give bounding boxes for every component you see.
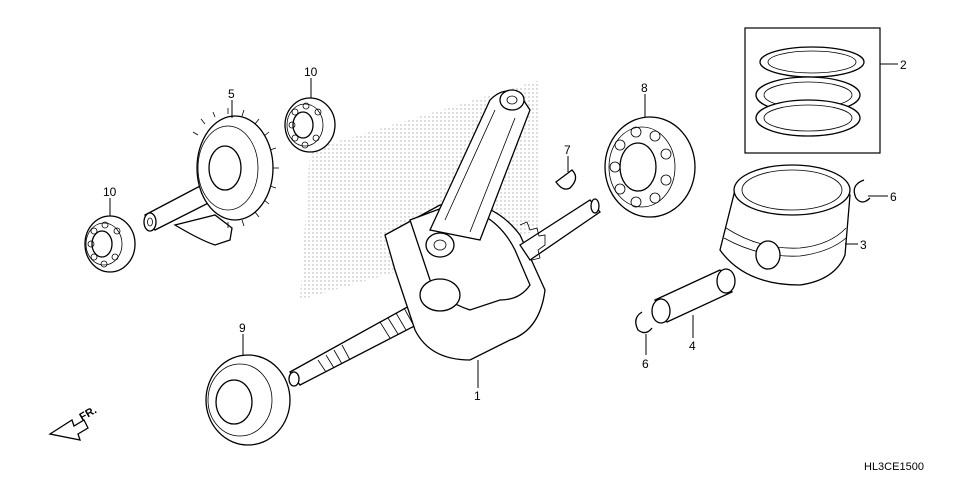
callout-piston: 3 <box>860 238 867 252</box>
pin-clip-lower[interactable] <box>635 311 653 334</box>
callout-piston-pin: 4 <box>689 339 696 353</box>
callouts: 1 2 3 4 5 6 6 7 8 9 10 10 <box>103 58 907 403</box>
front-direction-marker: FR. <box>48 404 99 441</box>
balancer-shaft[interactable] <box>143 108 279 246</box>
callout-left-bearing: 9 <box>239 321 246 335</box>
diagram-code: HL3CE1500 <box>864 461 924 473</box>
woodruff-key[interactable] <box>555 169 577 190</box>
front-label: FR. <box>78 404 99 423</box>
callout-piston-ring-set: 2 <box>900 58 907 72</box>
leader-lines <box>109 63 898 388</box>
front-arrow-icon <box>48 419 89 441</box>
callout-pin-clip-upper: 6 <box>890 190 897 204</box>
piston-pin[interactable] <box>651 268 736 324</box>
callout-balancer-bearing-lower: 10 <box>103 185 117 199</box>
piston-ring-set[interactable] <box>744 27 881 154</box>
crankshaft[interactable] <box>288 89 601 387</box>
callout-balancer-shaft: 5 <box>228 87 235 101</box>
callout-woodruff-key: 7 <box>564 143 571 157</box>
right-bearing[interactable] <box>604 116 696 218</box>
callout-pin-clip-lower: 6 <box>642 357 649 371</box>
callout-right-bearing: 8 <box>641 81 648 95</box>
balancer-bearing-upper[interactable] <box>284 97 336 153</box>
pin-clip-upper[interactable] <box>853 179 871 203</box>
callout-crankshaft: 1 <box>474 389 481 403</box>
left-bearing[interactable] <box>205 354 291 446</box>
piston[interactable] <box>719 164 851 286</box>
callout-balancer-bearing-upper: 10 <box>304 65 318 79</box>
balancer-bearing-lower[interactable] <box>84 215 136 273</box>
